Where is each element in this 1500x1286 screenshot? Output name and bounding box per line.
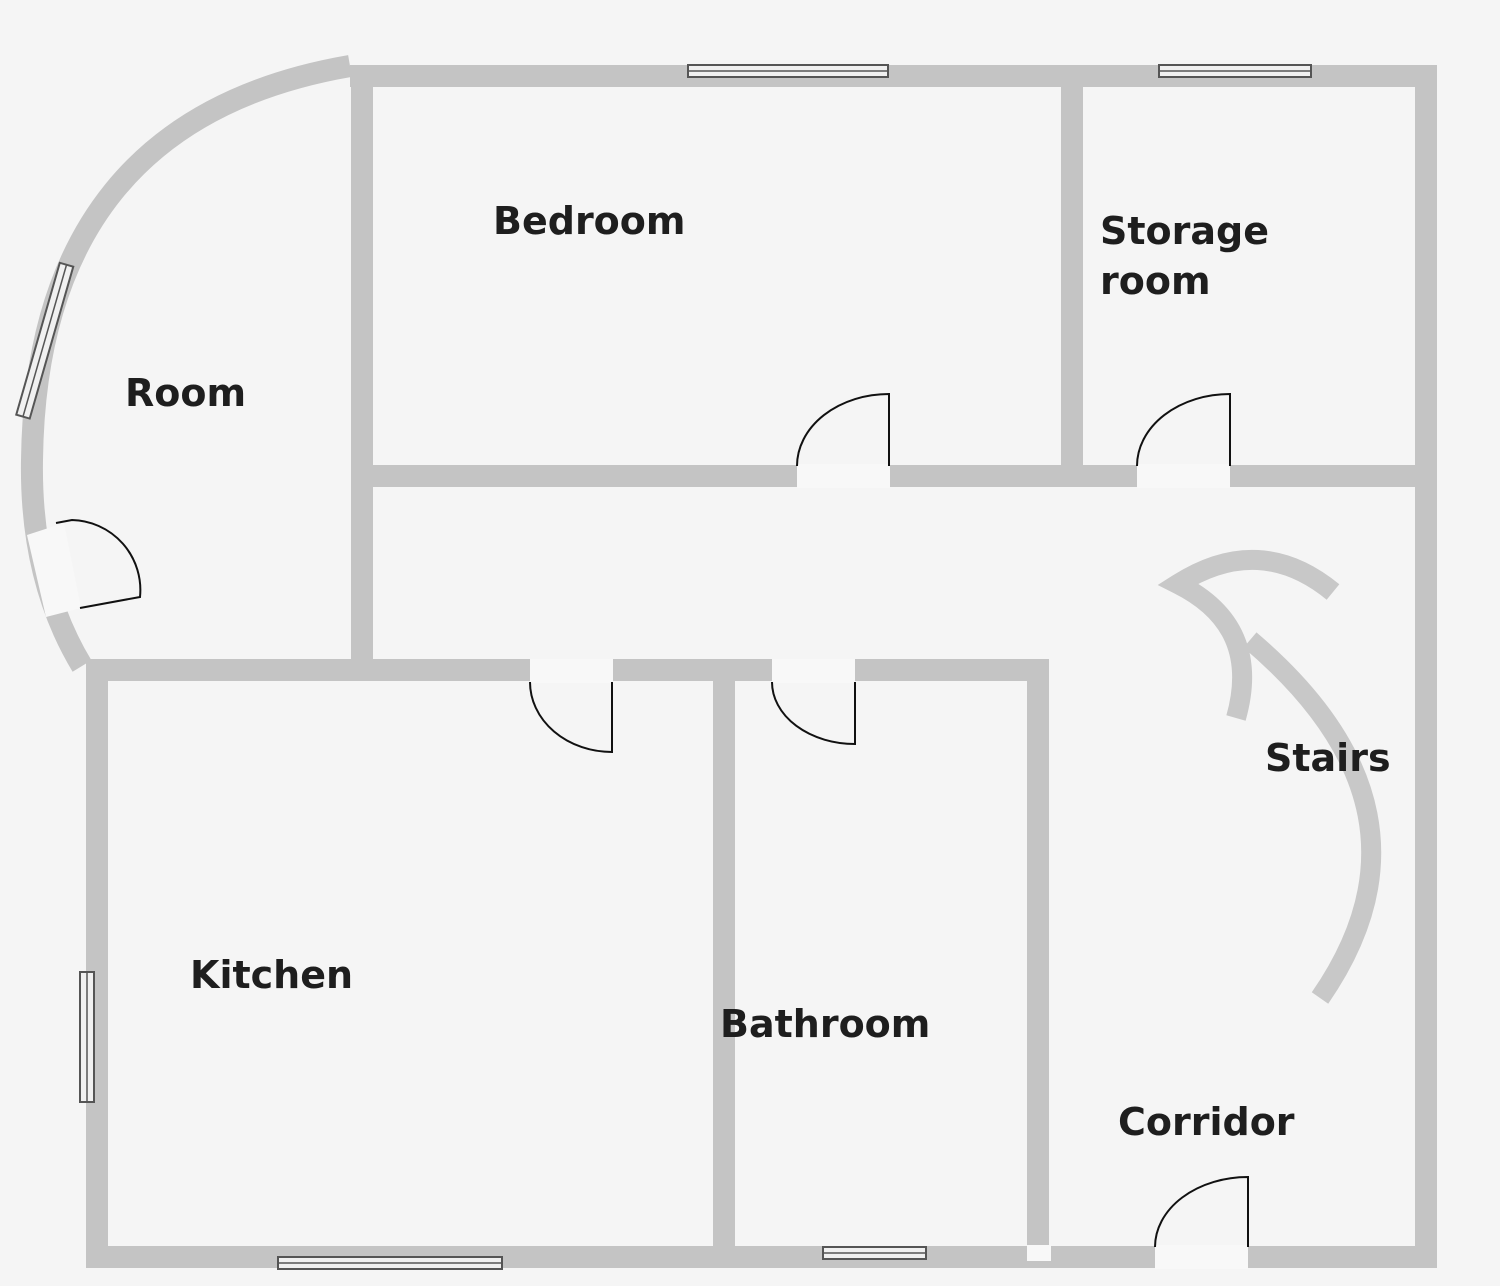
kitchen-door-opening (530, 659, 613, 683)
kitchen-bottom-window-icon (277, 1256, 503, 1270)
bedroom-door-opening (797, 464, 890, 488)
room-door-opening (27, 523, 81, 617)
windows (15, 64, 1312, 1270)
room-label: Room (125, 371, 247, 415)
doors (55, 392, 1249, 1248)
storage-room-label: Storage room (1100, 206, 1269, 306)
bathroom-label: Bathroom (720, 1002, 931, 1046)
bathroom-door-opening (772, 659, 855, 683)
storage-window-icon (1158, 64, 1312, 78)
kitchen-label: Kitchen (190, 953, 354, 997)
room-door-icon (55, 518, 142, 609)
door-openings (27, 464, 1248, 1269)
bedroom-label: Bedroom (493, 199, 686, 243)
storage-door-opening (1137, 464, 1230, 488)
corridor-door-icon (1154, 1175, 1249, 1248)
storage-door-icon (1136, 392, 1231, 467)
stairs-arrow (1157, 550, 1382, 1004)
curved-wall (20, 55, 352, 672)
corridor-label: Corridor (1118, 1100, 1295, 1144)
bedroom-window-icon (687, 64, 889, 78)
bathroom-window-icon (822, 1246, 927, 1260)
stairs-arrowhead-icon (1157, 550, 1340, 721)
kitchen-side-window-icon (79, 971, 95, 1103)
bedroom-door-icon (796, 392, 890, 467)
kitchen-door-icon (529, 681, 613, 754)
small-floor-opening (1027, 1245, 1051, 1261)
bathroom-door-icon (771, 681, 856, 746)
corridor-door-opening (1155, 1245, 1248, 1269)
storage-room-label-line2: room (1100, 259, 1211, 303)
storage-room-label-line1: Storage (1100, 209, 1269, 253)
stairs-curve (1243, 632, 1382, 1004)
room-window-icon (15, 261, 75, 420)
stairs-label: Stairs (1265, 736, 1391, 780)
